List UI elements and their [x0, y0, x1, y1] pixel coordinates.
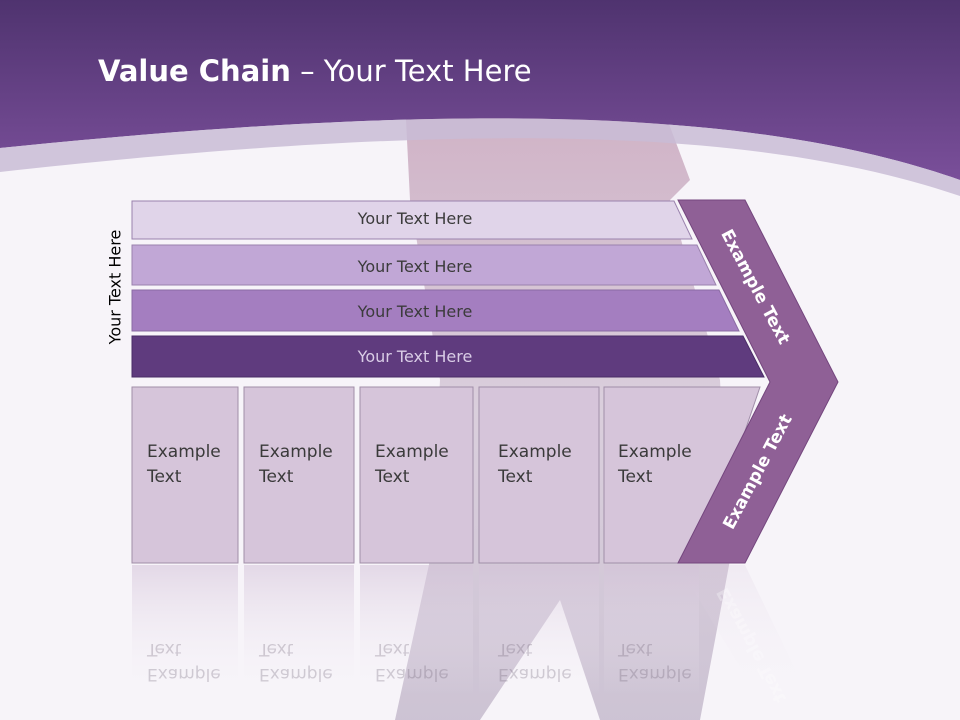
box-reflection-text-1-line2: Text	[147, 639, 182, 659]
box-reflection-text-3: Example Text	[375, 636, 449, 686]
bar-label-1: Your Text Here	[357, 209, 473, 228]
box-reflection-2	[244, 565, 354, 695]
box-text-3-line2: Text	[375, 467, 410, 487]
value-bar-2	[131, 244, 717, 286]
value-bar-1	[131, 200, 693, 240]
box-text-5-line2: Text	[618, 467, 653, 487]
box-text-2-line1: Example	[259, 442, 333, 462]
example-box-4	[478, 386, 600, 564]
chevron-arrow	[677, 199, 839, 564]
box-text-5-line1: Example	[618, 442, 692, 462]
box-reflection-text-2-line1: Example	[259, 664, 333, 684]
header-band	[0, 0, 960, 180]
box-text-2-line2: Text	[259, 467, 294, 487]
box-reflection-text-1: Example Text	[147, 636, 221, 686]
example-box-3	[359, 386, 474, 564]
box-text-1-line2: Text	[147, 467, 182, 487]
page-title: Value Chain – Your Text Here	[98, 54, 532, 88]
box-reflection-text-4-line2: Text	[498, 639, 533, 659]
example-box-2	[243, 386, 355, 564]
box-reflection-text-3-line1: Example	[375, 664, 449, 684]
box-reflection-text-4-line1: Example	[498, 664, 572, 684]
box-reflection-4	[479, 565, 599, 695]
value-bar-4	[131, 335, 765, 378]
value-bar-3	[131, 289, 740, 332]
box-reflection-text-2: Example Text	[259, 636, 333, 686]
box-reflection-3	[360, 565, 473, 695]
box-text-1-line1: Example	[147, 442, 221, 462]
box-reflection-text-2-line2: Text	[259, 639, 294, 659]
box-reflection-text-1-line1: Example	[147, 664, 221, 684]
side-label: Your Text Here	[105, 229, 125, 345]
header-swoosh	[0, 118, 960, 196]
box-reflection-text-5: Example Text	[618, 636, 692, 686]
box-reflection-text-4: Example Text	[498, 636, 572, 686]
chevron-reflection	[678, 565, 810, 700]
bar-label-4: Your Text Here	[357, 347, 473, 366]
title-bold: Value Chain	[98, 54, 291, 88]
box-text-4-line1: Example	[498, 442, 572, 462]
bar-label-3: Your Text Here	[357, 302, 473, 321]
box-text-3-line1: Example	[375, 442, 449, 462]
box-reflection-text-5-line1: Example	[618, 664, 692, 684]
box-reflection-text-5-line2: Text	[618, 639, 653, 659]
box-reflection-text-3-line2: Text	[375, 639, 410, 659]
box-reflection-5	[604, 565, 699, 695]
title-rest: – Your Text Here	[290, 54, 532, 88]
box-text-4-line2: Text	[498, 467, 533, 487]
bar-label-2: Your Text Here	[357, 257, 473, 276]
box-reflection-1	[132, 565, 238, 695]
example-box-1	[131, 386, 239, 564]
